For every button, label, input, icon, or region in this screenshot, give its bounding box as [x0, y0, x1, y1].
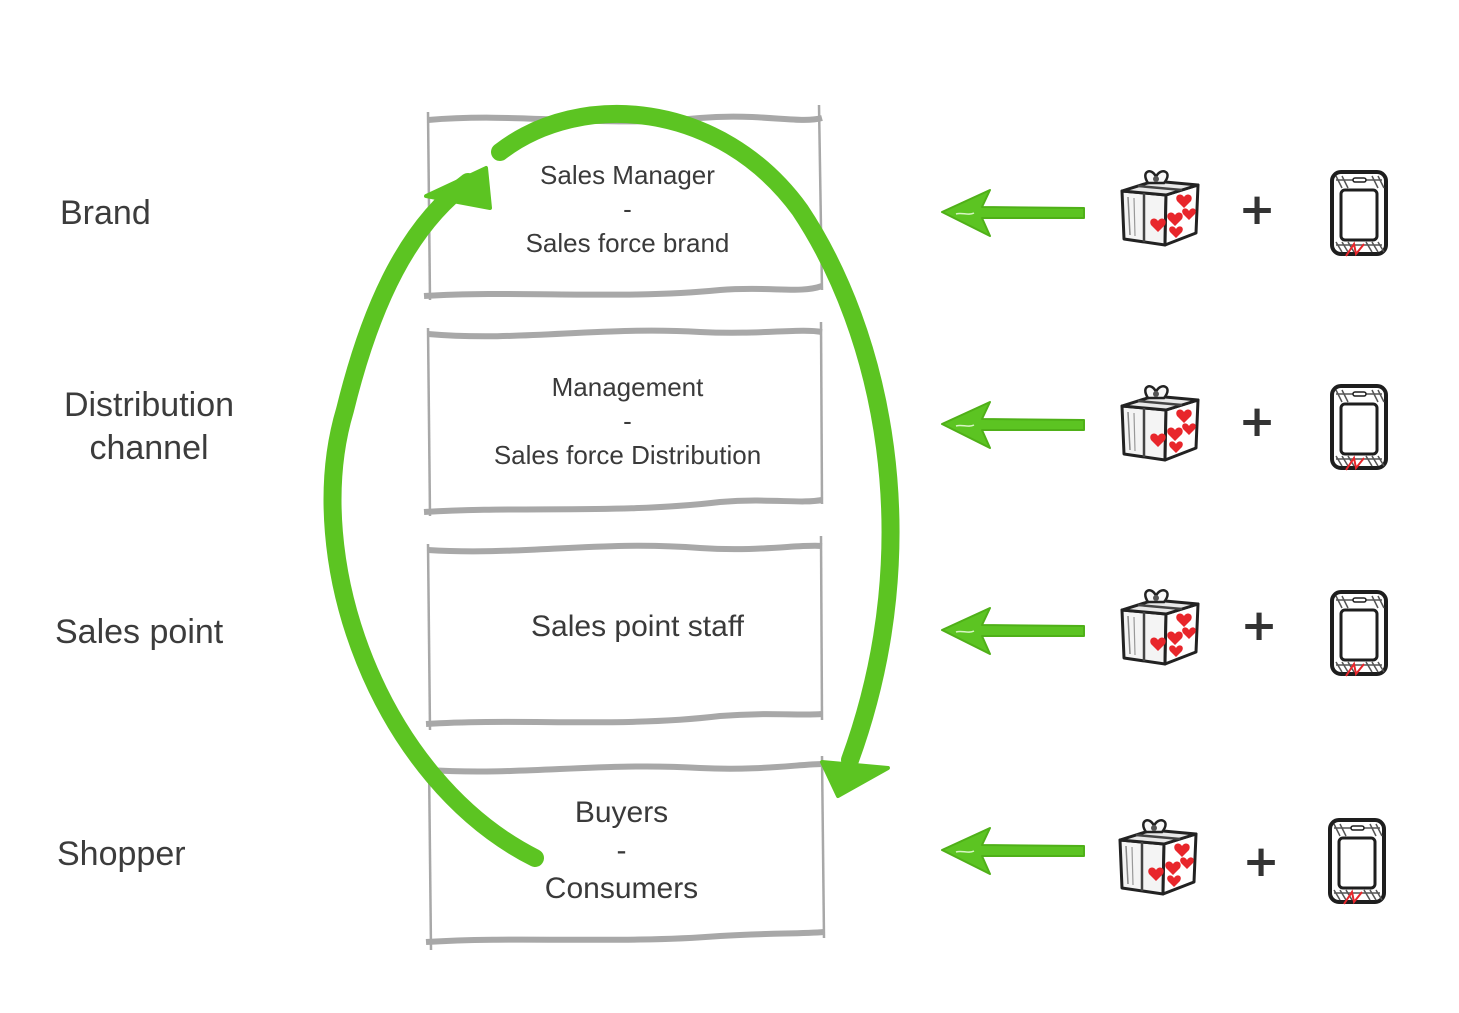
stack-box-sales-point [425, 535, 824, 731]
cycle-arrow-down [491, 104, 900, 769]
green-left-arrow-icon [941, 827, 1085, 875]
green-left-arrow-icon [941, 189, 1085, 237]
row-label-line: channel [89, 428, 209, 467]
gift-box-hearts-icon [1120, 169, 1200, 247]
cycle-arrows [323, 104, 900, 867]
green-left-arrow-icon [941, 607, 1085, 655]
box-text-distribution: Management - Sales force Distribution [430, 370, 825, 472]
box-text-line: Sales point staff [531, 610, 744, 643]
box-text-shopper: Buyers - Consumers [424, 794, 819, 908]
stack-box-shopper [425, 755, 826, 951]
green-left-arrow-icon [941, 401, 1085, 449]
row-icons-sales-point [941, 588, 1388, 678]
gift-box-hearts-icon [1120, 588, 1200, 666]
box-text-brand: Sales Manager - Sales force brand [430, 158, 825, 260]
row-label-distribution: Distribution channel [58, 384, 240, 469]
box-text-line: - [616, 834, 627, 867]
box-text-line: Sales force Distribution [493, 440, 762, 470]
stack-box-distribution [423, 321, 824, 517]
row-label-brand: Brand [60, 192, 151, 235]
plus-sign: + [1240, 600, 1278, 651]
plus-sign: + [1238, 396, 1276, 447]
box-text-line: Buyers [574, 796, 669, 829]
box-text-line: Consumers [544, 872, 699, 905]
box-text-sales-point: Sales point staff [440, 608, 835, 646]
row-label-sales-point: Sales point [55, 611, 223, 654]
box-text-line: - [623, 194, 632, 224]
smartphone-icon [1330, 170, 1388, 258]
gift-box-hearts-icon [1120, 384, 1200, 462]
plus-sign: + [1242, 836, 1280, 887]
plus-sign: + [1238, 184, 1276, 235]
row-label-shopper: Shopper [57, 833, 186, 876]
row-label-line: Sales point [55, 613, 224, 651]
smartphone-icon [1328, 818, 1386, 906]
smartphone-icon [1330, 590, 1388, 678]
row-label-line: Distribution [63, 386, 235, 424]
box-text-line: Sales Manager [540, 160, 715, 190]
box-text-line: Management [551, 372, 704, 402]
row-icons-distribution [941, 384, 1388, 472]
row-label-line: Brand [60, 194, 151, 232]
smartphone-icon [1330, 384, 1388, 472]
box-text-line: Sales force brand [525, 228, 730, 258]
row-icons-brand [941, 169, 1388, 258]
row-label-line: Shopper [57, 835, 186, 873]
row-icons-shopper [941, 818, 1386, 906]
box-text-line: - [623, 406, 632, 436]
gift-box-hearts-icon [1118, 818, 1198, 896]
cycle-arrow-up [323, 173, 544, 867]
